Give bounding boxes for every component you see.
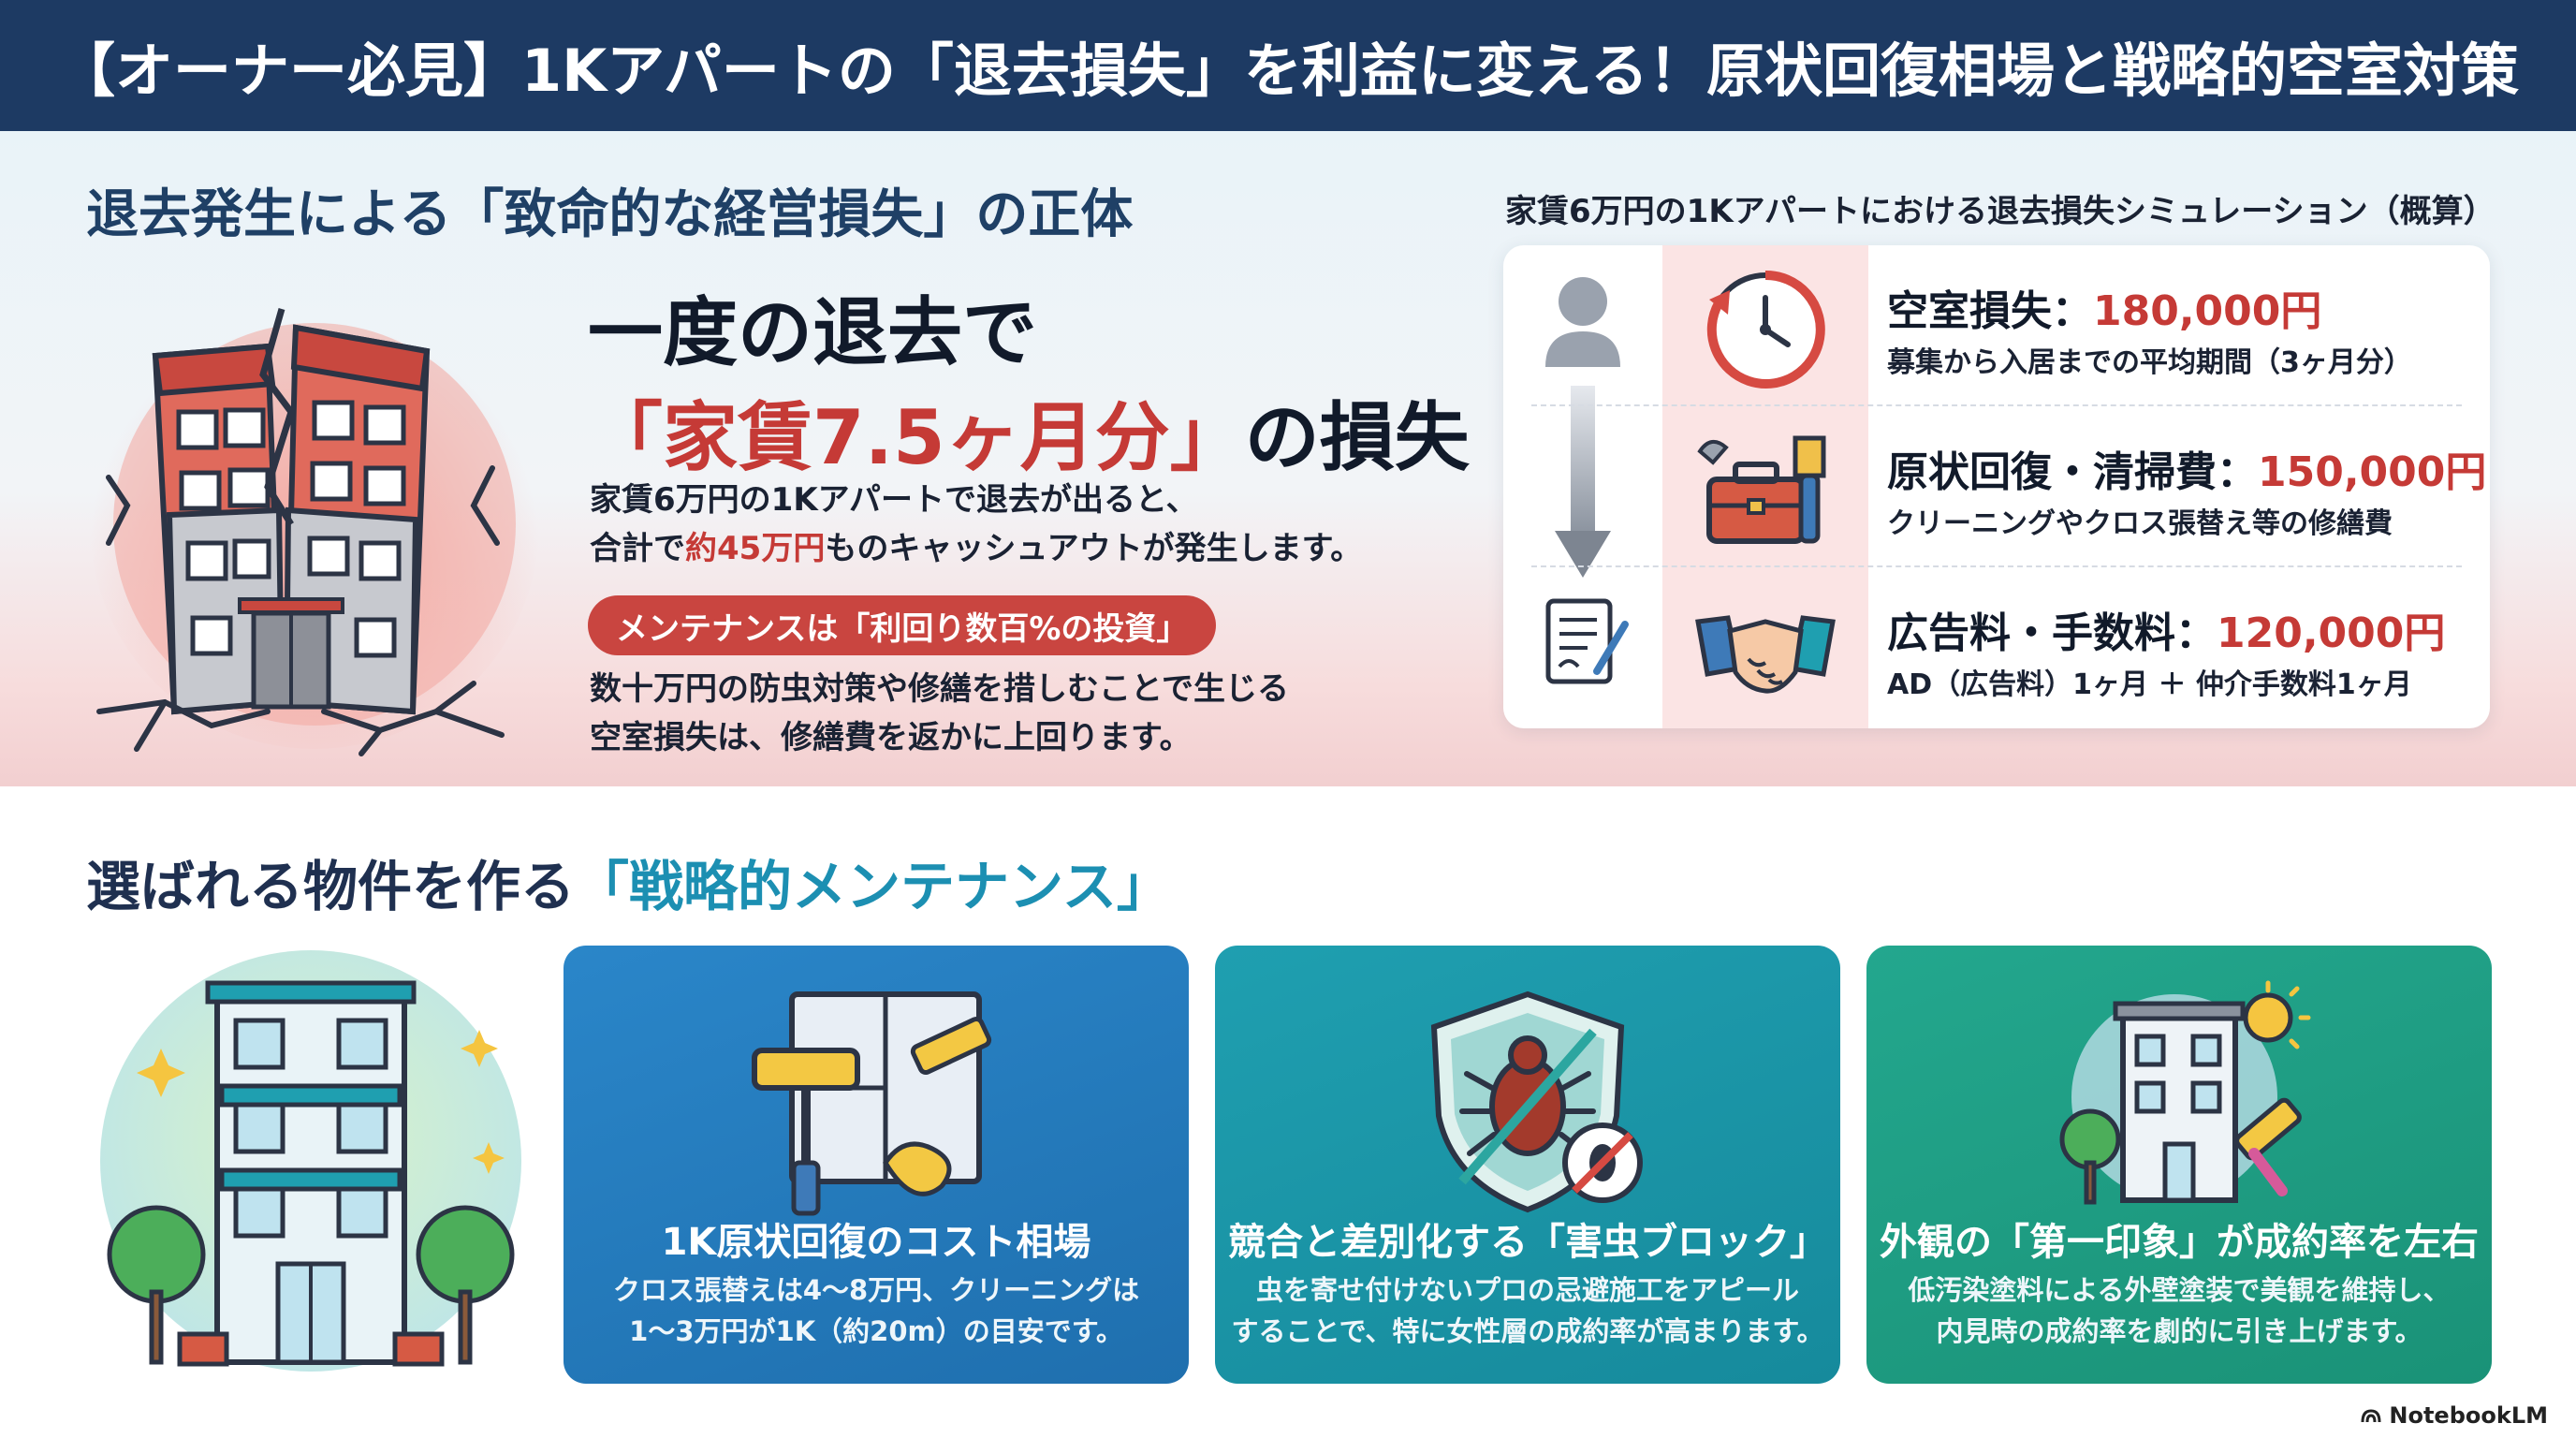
loss-description-line-2: 合計で約45万円ものキャッシュアウトが発生します。 xyxy=(590,524,1362,573)
brand-watermark: NotebookLM xyxy=(2361,1402,2548,1429)
restoration-amount: 150,000円 xyxy=(2258,448,2487,496)
vacancy-label: 空室損失： xyxy=(1887,287,2093,335)
cracked-building-icon xyxy=(90,300,539,756)
strategy-section-title: 選ばれる物件を作る「戦略的メンテナンス」 xyxy=(86,843,1171,921)
loss-section-title: 退去発生による「致命的な経営損失」の正体 xyxy=(86,184,1134,245)
card-pest-line-1: 虫を寄せ付けないプロの忌避施工をアピール xyxy=(1255,1274,1799,1306)
paint-roller-icon xyxy=(752,991,992,1216)
advertising-label: 広告料・手数料： xyxy=(1887,609,2217,657)
toolbox-icon xyxy=(1697,435,1826,544)
loss-description-line-1: 家賃6万円の1Kアパートで退去が出ると、 xyxy=(590,481,1198,519)
card-restoration-cost: 1K原状回復のコスト相場 クロス張替えは4〜8万円、クリーニングは 1〜3万円が… xyxy=(564,946,1189,1384)
restoration-detail: クリーニングやクロス張替え等の修繕費 xyxy=(1887,507,2393,540)
strategy-title-highlight: 「戦略的メンテナンス」 xyxy=(575,855,1171,918)
shield-bug-icon xyxy=(1430,990,1643,1213)
maintenance-description-line-1: 数十万円の防虫対策や修繕を措しむことで生じる xyxy=(590,670,1289,708)
maintenance-description: 数十万円の防虫対策や修繕を措しむことで生じる 空室損失は、修繕費を返かに上回りま… xyxy=(590,665,1289,762)
card-pest-title: 競合と差別化する「害虫ブロック」 xyxy=(1228,1221,1827,1264)
notebooklm-logo-icon xyxy=(2361,1409,2381,1423)
card-impression-text: 低汚染塗料による外壁塗装で美観を維持し、 内見時の成約率を劇的に引き上げます。 xyxy=(1866,1269,2492,1352)
headline-line-1: 一度の退去で xyxy=(588,289,1037,376)
page-header: 【オーナー必見】1Kアパートの「退去損失」を利益に変える！原状回復相場と戦略的空… xyxy=(0,0,2576,131)
page-title: 【オーナー必見】1Kアパートの「退去損失」を利益に変える！原状回復相場と戦略的空… xyxy=(56,37,2520,105)
brand-name: NotebookLM xyxy=(2389,1402,2548,1429)
card-restoration-line-1: クロス張替えは4〜8万円、クリーニングは xyxy=(612,1274,1140,1306)
card-first-impression: 外観の「第一印象」が成約率を左右 低汚染塗料による外壁塗装で美観を維持し、 内見… xyxy=(1866,946,2492,1384)
simulation-caption: 家賃6万円の1Kアパートにおける退去損失シミュレーション（概算） xyxy=(1505,193,2496,230)
simulation-row-restoration: 原状回復・清掃費：150,000円 クリーニングやクロス張替え等の修繕費 xyxy=(1503,406,2490,567)
card-impression-line-2: 内見時の成約率を劇的に引き上げます。 xyxy=(1936,1315,2422,1347)
building-paint-icon xyxy=(2059,980,2311,1205)
advertising-detail: AD（広告料）1ヶ月 ＋ 仲介手数料1ヶ月 xyxy=(1887,668,2412,701)
loss-total-amount: 約45万円 xyxy=(685,530,826,567)
simulation-card: 空室損失：180,000円 募集から入居までの平均期間（3ヶ月分） 原状回復・清… xyxy=(1503,245,2490,728)
row-divider xyxy=(1531,565,2462,567)
handshake-icon xyxy=(1695,615,1836,694)
headline-highlight: 「家賃7.5ヶ月分」 xyxy=(588,394,1245,481)
card-pest-text: 虫を寄せ付けないプロの忌避施工をアピール することで、特に女性層の成約率が高まり… xyxy=(1215,1269,1840,1352)
simulation-row-advertising: 広告料・手数料：120,000円 AD（広告料）1ヶ月 ＋ 仲介手数料1ヶ月 xyxy=(1503,567,2490,728)
restoration-label: 原状回復・清掃費： xyxy=(1887,448,2258,496)
row-divider xyxy=(1531,404,2462,406)
card-restoration-line-2: 1〜3万円が1K（約20m）の目安です。 xyxy=(629,1315,1123,1347)
simulation-row-vacancy: 空室損失：180,000円 募集から入居までの平均期間（3ヶ月分） xyxy=(1503,245,2490,406)
down-arrow-icon xyxy=(1555,386,1611,578)
clock-icon xyxy=(1706,270,1825,389)
loss-description-prefix: 合計で xyxy=(590,530,685,567)
card-pest-line-2: することで、特に女性層の成約率が高まります。 xyxy=(1231,1315,1824,1347)
strategy-title-prefix: 選ばれる物件を作る xyxy=(86,855,576,918)
loss-description: 家賃6万円の1Kアパートで退去が出ると、 合計で約45万円ものキャッシュアウトが… xyxy=(590,476,1362,573)
maintenance-investment-badge: メンテナンスは「利回り数百%の投資」 xyxy=(588,595,1217,655)
vacancy-amount: 180,000円 xyxy=(2093,287,2322,335)
card-impression-title: 外観の「第一印象」が成約率を左右 xyxy=(1880,1221,2479,1264)
simulation-label-vacancy: 空室損失：180,000円 xyxy=(1887,277,2321,337)
maintenance-description-line-2: 空室損失は、修繕費を返かに上回ります。 xyxy=(590,719,1192,756)
card-impression-line-1: 低汚染塗料による外壁塗装で美観を維持し、 xyxy=(1908,1274,2451,1306)
healthy-building-icon xyxy=(100,950,521,1372)
contract-document-icon xyxy=(1545,598,1629,684)
card-pest-block: 競合と差別化する「害虫ブロック」 虫を寄せ付けないプロの忌避施工をアピール する… xyxy=(1215,946,1840,1384)
tenant-flow-icons xyxy=(1545,277,1629,684)
headline-line-2: 「家賃7.5ヶ月分」の損失 xyxy=(588,386,1470,491)
simulation-label-restoration: 原状回復・清掃費：150,000円 xyxy=(1887,438,2486,498)
card-restoration-text: クロス張替えは4〜8万円、クリーニングは 1〜3万円が1K（約20m）の目安です… xyxy=(564,1269,1189,1352)
vacancy-detail: 募集から入居までの平均期間（3ヶ月分） xyxy=(1887,346,2412,379)
person-icon xyxy=(1545,277,1620,367)
advertising-amount: 120,000円 xyxy=(2217,609,2446,657)
loss-headline: 一度の退去で 「家賃7.5ヶ月分」の損失 xyxy=(588,281,1470,491)
simulation-label-advertising: 広告料・手数料：120,000円 xyxy=(1887,599,2445,659)
loss-description-suffix: ものキャッシュアウトが発生します。 xyxy=(825,530,1363,567)
headline-suffix: の損失 xyxy=(1244,394,1470,481)
card-restoration-title: 1K原状回復のコスト相場 xyxy=(661,1221,1091,1264)
